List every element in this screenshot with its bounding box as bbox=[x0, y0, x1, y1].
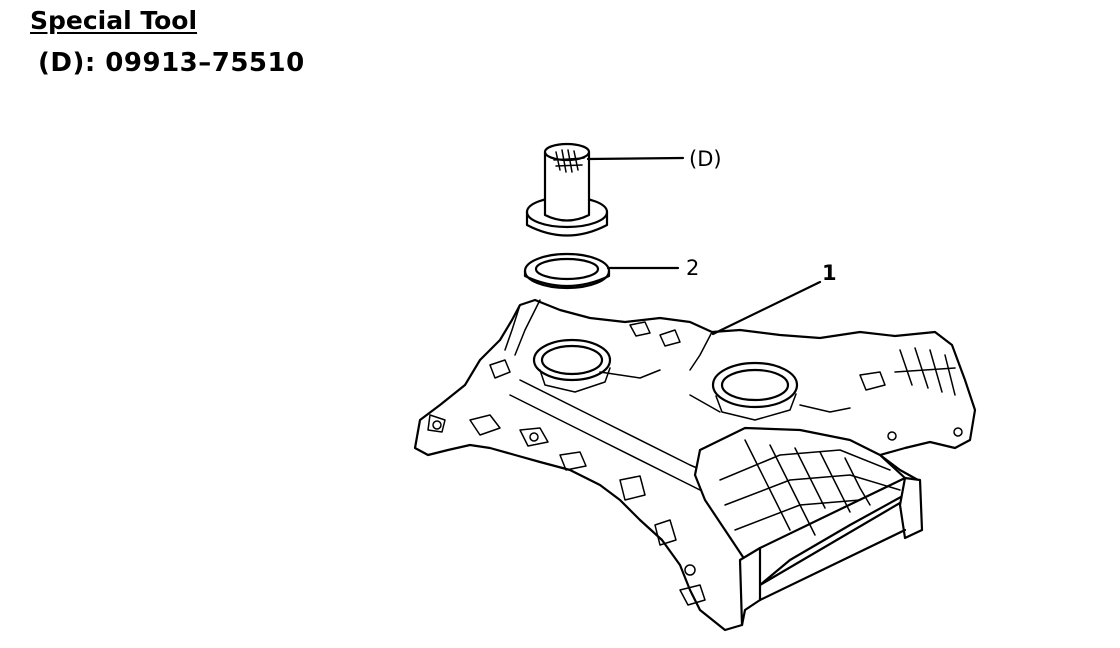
callout-part-2: 2 bbox=[686, 256, 699, 280]
special-tool-installer-illustration bbox=[525, 142, 609, 237]
callout-part-1: 1 bbox=[822, 261, 837, 285]
section-heading: Special Tool bbox=[30, 6, 198, 35]
callout-tool-d: (D) bbox=[689, 147, 722, 171]
leader-line-part-1 bbox=[711, 280, 822, 336]
leader-line-tool bbox=[586, 156, 685, 161]
timing-chain-cover-illustration bbox=[413, 298, 977, 632]
oil-seal-illustration bbox=[523, 252, 611, 290]
special-tool-number: (D): 09913–75510 bbox=[38, 48, 305, 78]
